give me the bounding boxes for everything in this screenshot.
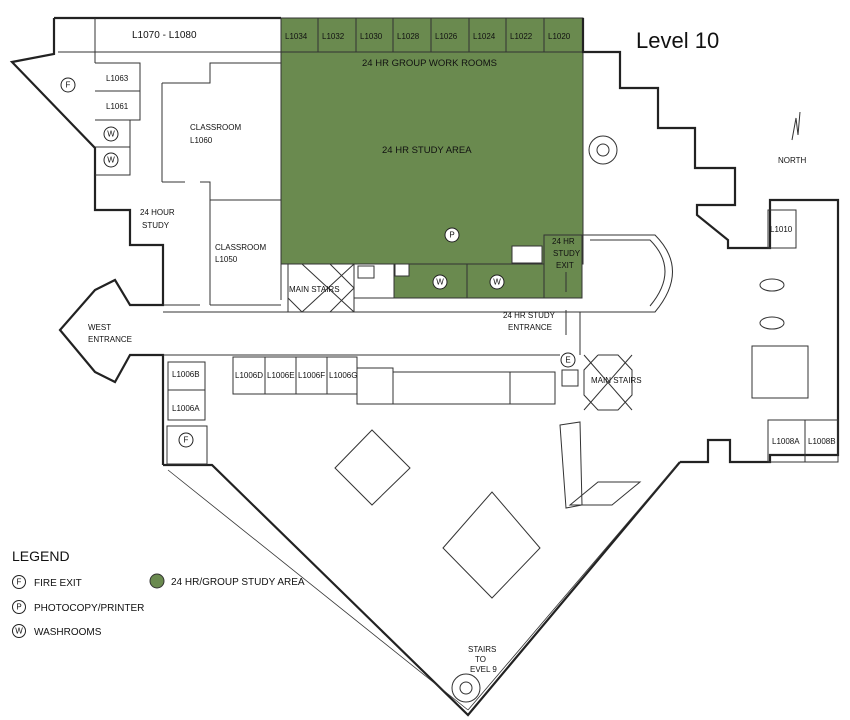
room-l1026[interactable]: L1026: [435, 32, 458, 41]
room-l1050[interactable]: L1050: [215, 255, 238, 264]
room-l1006b[interactable]: L1006B: [172, 370, 200, 379]
svg-text:P: P: [449, 231, 454, 240]
room-l1008b[interactable]: L1008B: [808, 437, 836, 446]
legend-fire-exit: FIRE EXIT: [34, 578, 82, 589]
svg-text:W: W: [107, 130, 115, 139]
svg-text:W: W: [107, 156, 115, 165]
fire-exit-icon: F: [178, 432, 194, 448]
room-l1006f[interactable]: L1006F: [298, 371, 325, 380]
building-walls: [9, 16, 840, 717]
svg-text:W: W: [493, 278, 501, 287]
washroom-icon: W: [432, 274, 448, 290]
legend: LEGEND F FIRE EXIT P PHOTOCOPY/PRINTER W…: [12, 548, 305, 638]
room-l1006a[interactable]: L1006A: [172, 404, 200, 413]
fire-exit-icon: F: [12, 575, 26, 589]
washroom-icon: W: [12, 624, 26, 638]
study-24-hour-line1: 24 HOUR: [140, 208, 175, 217]
elevator-icon: E: [560, 352, 576, 368]
room-l1063[interactable]: L1063: [106, 74, 129, 83]
washroom-icon: W: [103, 152, 119, 168]
west-entrance-line2: ENTRANCE: [88, 335, 132, 344]
room-l1028[interactable]: L1028: [397, 32, 420, 41]
washroom-icon: W: [489, 274, 505, 290]
room-l1070-l1080[interactable]: L1070 - L1080: [132, 30, 197, 41]
interior-walls: [58, 18, 839, 703]
svg-text:E: E: [565, 356, 570, 365]
room-l1061[interactable]: L1061: [106, 102, 129, 111]
main-stairs-west-label: MAIN STAIRS: [289, 285, 340, 294]
west-entrance-line1: WEST: [88, 323, 111, 332]
svg-text:W: W: [436, 278, 444, 287]
legend-title: LEGEND: [12, 548, 70, 564]
north-label: NORTH: [778, 156, 807, 165]
svg-text:F: F: [66, 81, 71, 90]
room-l1032[interactable]: L1032: [322, 32, 345, 41]
room-l1024[interactable]: L1024: [473, 32, 496, 41]
room-l1030[interactable]: L1030: [360, 32, 383, 41]
svg-text:F: F: [17, 578, 22, 587]
svg-text:F: F: [184, 436, 189, 445]
room-l1010[interactable]: L1010: [770, 225, 793, 234]
classroom-l1050-label: CLASSROOM: [215, 243, 266, 252]
stairs-level9-line1: STAIRS: [468, 645, 496, 654]
room-l1006g[interactable]: L1006G: [329, 371, 357, 380]
svg-text:W: W: [15, 627, 23, 636]
stairs-level9-line2: TO: [475, 655, 486, 664]
svg-text:P: P: [16, 603, 21, 612]
photocopy-icon: P: [12, 600, 26, 614]
work-room-labels: L1034 L1032 L1030 L1028 L1026 L1024 L102…: [285, 32, 571, 41]
study-exit-line2: STUDY: [553, 249, 581, 258]
classroom-l1060-label: CLASSROOM: [190, 123, 241, 132]
study-exit-line1: 24 HR: [552, 237, 575, 246]
room-l1008a[interactable]: L1008A: [772, 437, 800, 446]
study-entrance-line2: ENTRANCE: [508, 323, 552, 332]
fire-exit-icon: F: [60, 77, 76, 93]
main-stairs-east-label: MAIN STAIRS: [591, 376, 642, 385]
room-l1060[interactable]: L1060: [190, 136, 213, 145]
study-entrance-line1: 24 HR STUDY: [503, 311, 556, 320]
study-zone[interactable]: [280, 17, 584, 299]
work-rooms-label: 24 HR GROUP WORK ROOMS: [362, 58, 497, 69]
study-area-label: 24 HR STUDY AREA: [382, 145, 472, 156]
legend-photocopy: PHOTOCOPY/PRINTER: [34, 603, 144, 614]
photocopy-icon: P: [444, 227, 460, 243]
washroom-icon: W: [103, 126, 119, 142]
room-l1034[interactable]: L1034: [285, 32, 308, 41]
room-l1006e[interactable]: L1006E: [267, 371, 295, 380]
stairs-level9-line3: EVEL 9: [470, 665, 497, 674]
legend-study-area: 24 HR/GROUP STUDY AREA: [171, 577, 305, 588]
study-exit-line3: EXIT: [556, 261, 574, 270]
study-24-hour-line2: STUDY: [142, 221, 170, 230]
legend-washrooms: WASHROOMS: [34, 627, 102, 638]
page-title: Level 10: [636, 28, 719, 53]
room-l1006d[interactable]: L1006D: [235, 371, 263, 380]
room-l1020[interactable]: L1020: [548, 32, 571, 41]
north-arrow: [791, 111, 801, 141]
room-l1022[interactable]: L1022: [510, 32, 533, 41]
legend-green-swatch: [149, 573, 165, 589]
